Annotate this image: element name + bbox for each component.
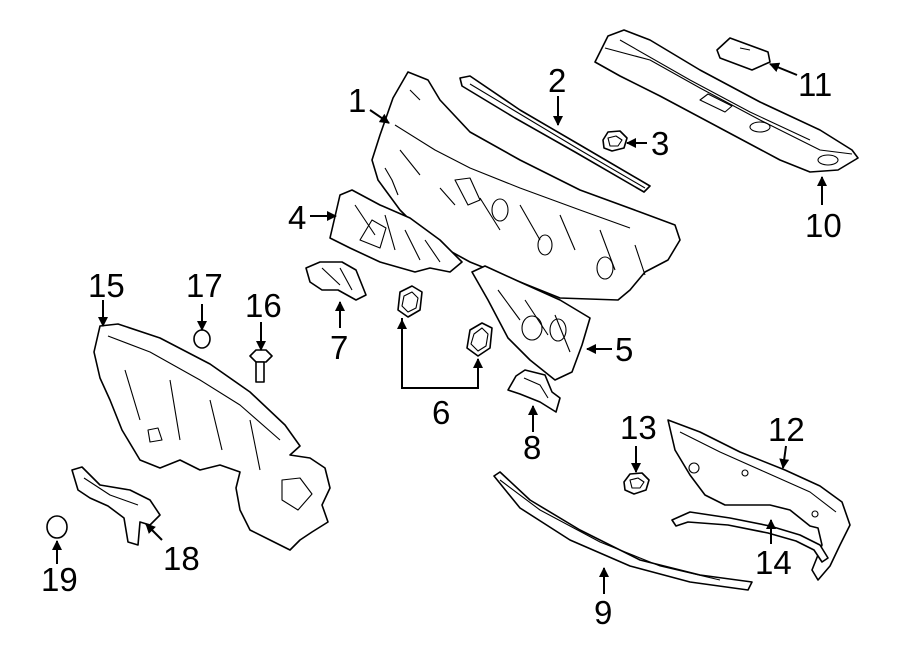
callout-5: 5 <box>615 331 633 368</box>
seal-part-9[interactable] <box>493 471 753 591</box>
callout-16: 16 <box>245 287 282 324</box>
callout-7: 7 <box>330 329 348 366</box>
callout-10: 10 <box>805 207 842 244</box>
nut-part-13[interactable] <box>623 472 650 495</box>
bracket-part-8[interactable] <box>507 369 561 413</box>
callout-4: 4 <box>288 199 306 236</box>
bolt-part-16[interactable] <box>249 349 273 383</box>
callout-2: 2 <box>548 62 566 99</box>
seal-part-14[interactable] <box>671 511 829 563</box>
insulator-part-4[interactable] <box>329 189 463 273</box>
leader-lines <box>52 62 827 594</box>
leader-1 <box>369 109 390 124</box>
plug-part-17[interactable] <box>193 329 211 349</box>
leader-6 <box>401 318 483 389</box>
callout-12: 12 <box>768 411 805 448</box>
bracket-part-18[interactable] <box>71 466 161 546</box>
leader-12 <box>779 445 790 469</box>
insulator-part-5[interactable] <box>471 265 591 381</box>
callout-3: 3 <box>651 125 669 162</box>
dash-panel-part-15[interactable] <box>93 323 331 551</box>
callout-17: 17 <box>186 267 223 304</box>
callout-18: 18 <box>163 540 200 577</box>
seal-strip-part-2[interactable] <box>459 75 651 193</box>
callout-19: 19 <box>41 561 78 598</box>
leader-11 <box>769 62 798 76</box>
grommet-part-6b[interactable] <box>466 322 493 357</box>
callout-9: 9 <box>594 594 612 631</box>
callout-1: 1 <box>348 82 366 119</box>
callout-14: 14 <box>755 544 792 581</box>
callout-6: 6 <box>432 394 450 431</box>
callout-13: 13 <box>620 409 657 446</box>
callout-15: 15 <box>88 267 125 304</box>
nut-part-3[interactable] <box>602 130 628 152</box>
cover-part-11[interactable] <box>716 37 771 71</box>
extension-part-12[interactable] <box>667 419 851 581</box>
leader-18 <box>145 523 163 541</box>
grommet-part-6a[interactable] <box>397 285 423 318</box>
callout-labels: 1 2 3 4 5 6 7 8 9 10 11 12 13 14 15 16 1… <box>41 62 842 631</box>
cowl-panel-part-1[interactable] <box>371 71 681 301</box>
cowl-top-part-10[interactable] <box>594 29 859 173</box>
callout-8: 8 <box>523 429 541 466</box>
callout-11: 11 <box>798 66 832 103</box>
bracket-part-7[interactable] <box>305 261 367 301</box>
plug-part-19[interactable] <box>46 515 68 539</box>
